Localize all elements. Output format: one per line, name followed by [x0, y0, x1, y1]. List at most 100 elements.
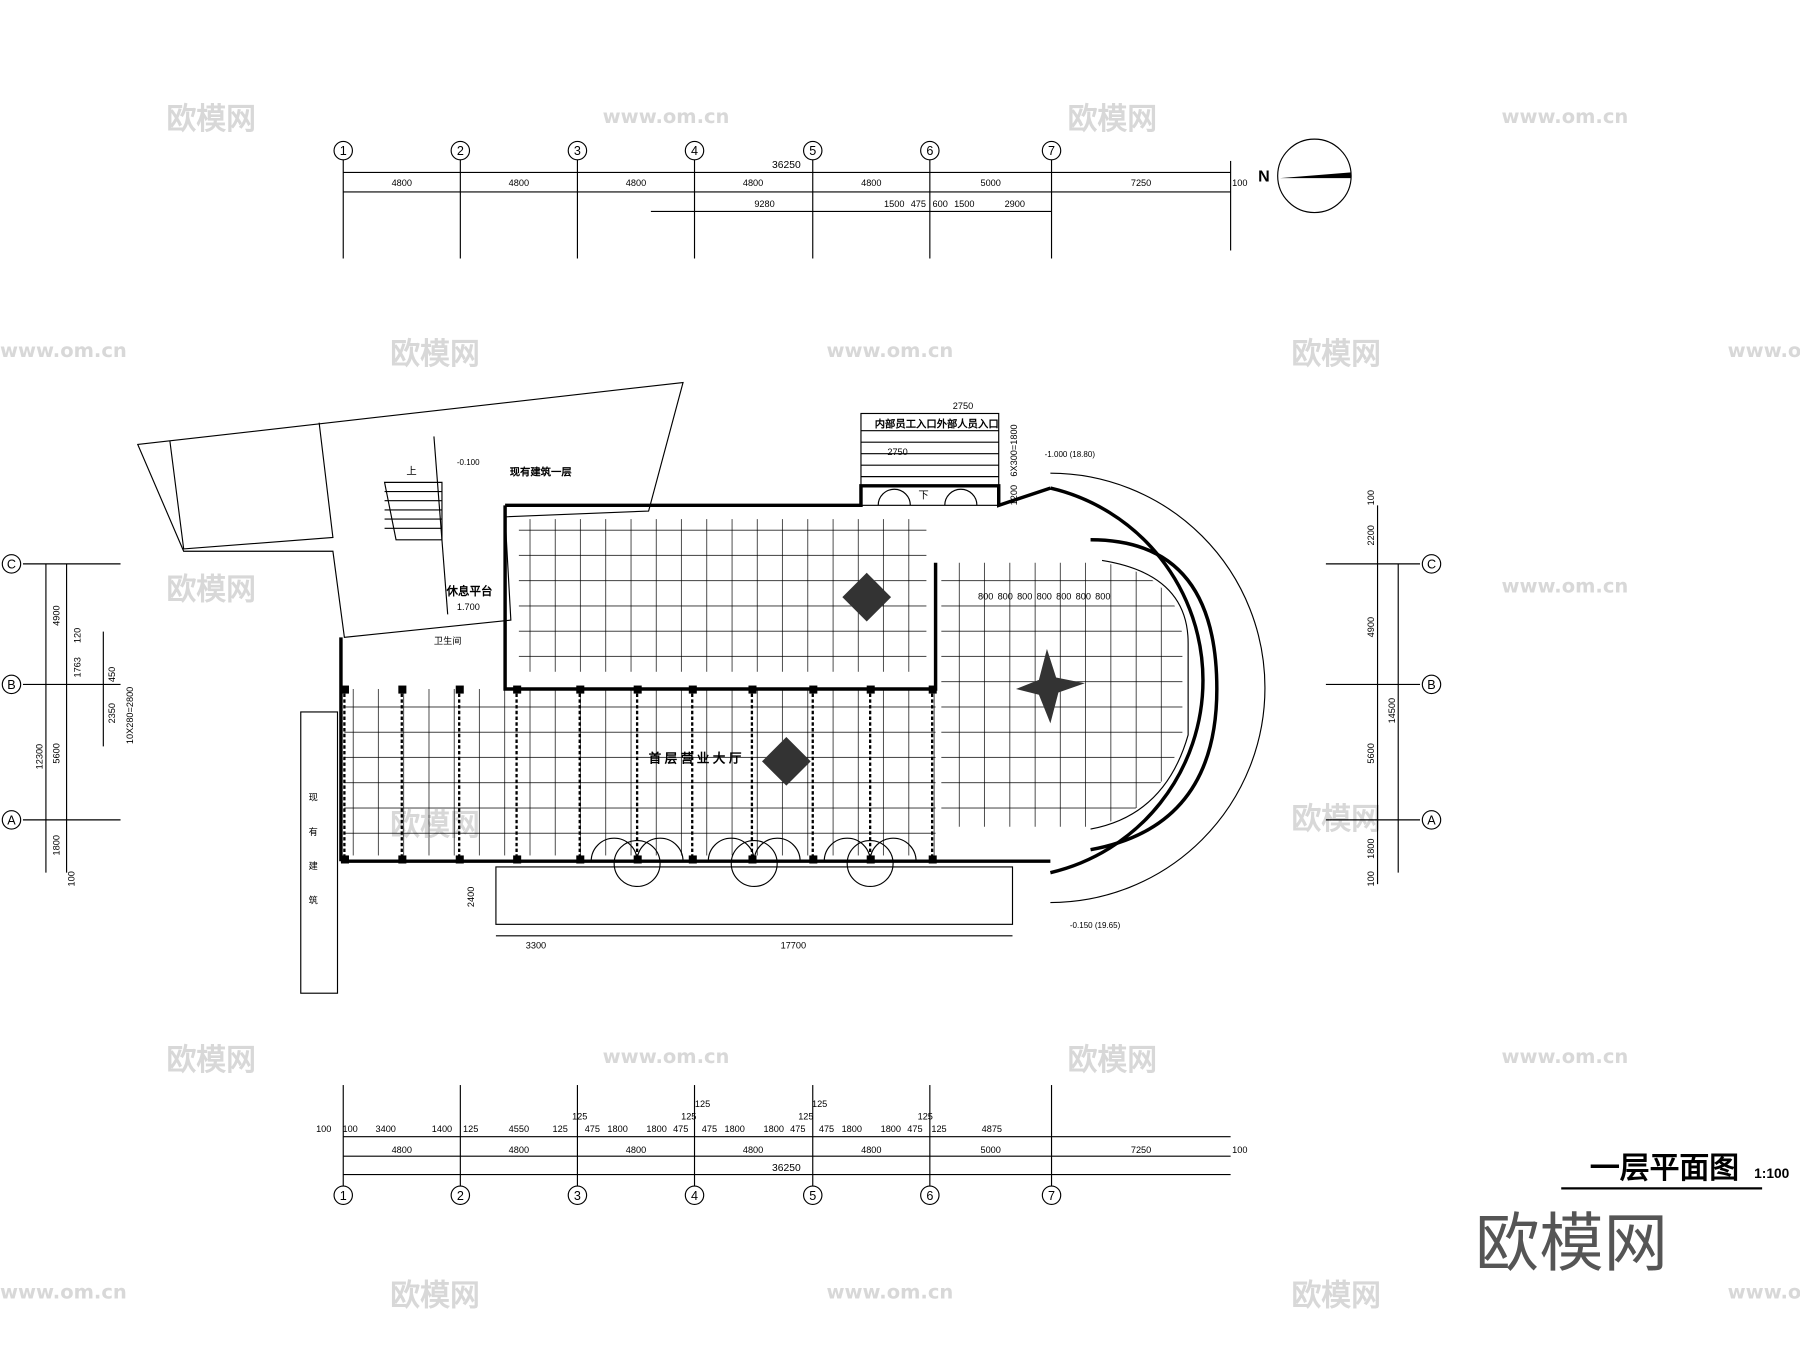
left-dim: 2350 [107, 703, 117, 723]
watermark: 欧模网 [166, 572, 255, 607]
north-label: N [1258, 168, 1270, 186]
watermark: www.om.cn [0, 1281, 127, 1304]
axis-label: 2 [457, 1189, 464, 1203]
watermark: 欧模网 [166, 1043, 255, 1078]
dimension-value: 125 [931, 1124, 946, 1134]
axis-marker [684, 140, 705, 161]
axis-marker [450, 1185, 471, 1206]
axis-marker [1421, 810, 1442, 830]
axis-marker [1041, 1185, 1062, 1206]
dimension-value: 7250 [1131, 178, 1151, 188]
axis-marker [333, 1185, 353, 1206]
down-label: 下 [918, 490, 928, 501]
dimension-value: 1500 [954, 199, 974, 209]
watermark: www.om.cn [603, 105, 730, 128]
bottom-overall-dim: 36250 [772, 1163, 801, 1174]
axis-label: 6 [926, 1189, 933, 1203]
axis-marker [1421, 554, 1442, 574]
left-dim: 120 [72, 628, 82, 643]
left-dim: 5600 [52, 743, 62, 763]
watermark: 欧模网 [1291, 1278, 1380, 1313]
right-dim: 2200 [1366, 525, 1376, 545]
dimension-value: 100 [342, 1124, 357, 1134]
toilet-label: 卫生间 [434, 635, 462, 646]
watermarks: 欧模网欧模网欧模网欧模网欧模网欧模网欧模网欧模网欧模网欧模网欧模网www.om.… [0, 102, 1800, 1314]
left-dim: 1800 [52, 835, 62, 855]
level-mark: -1.000 (18.80) [1045, 450, 1096, 459]
axis-marker [1041, 140, 1062, 161]
watermark: www.om.cn [1728, 1281, 1800, 1304]
dimension-value: 4800 [626, 1145, 646, 1155]
dimension-value: 7250 [1131, 1145, 1151, 1155]
rest-platform-label: 休息平台 [446, 584, 493, 598]
dimension-value: 1400 [432, 1124, 452, 1134]
watermark: www.om.cn [1502, 105, 1629, 128]
axis-label: 7 [1048, 144, 1055, 158]
tile-dim: 800 [1037, 591, 1052, 601]
right-dimensions: 100 2200 4900 14500 5600 1800 100 [1366, 490, 1399, 886]
axis-marker [920, 1185, 940, 1206]
north-arrow: N [1258, 138, 1352, 214]
building-plan [136, 381, 1266, 994]
axis-marker [802, 1185, 823, 1206]
axis-label: A [1427, 813, 1436, 827]
dimension-value: 125 [681, 1111, 696, 1121]
axis-marker [684, 1185, 705, 1206]
axis-marker [920, 140, 940, 161]
dimension-value: 4800 [743, 178, 763, 188]
entrance-dim: 2750 [953, 401, 973, 411]
hall-label: 首层营业大厅 [649, 750, 745, 765]
room-labels: 首层营业大厅 现有建筑一层 休息平台 1.700 内部员工入口外部人员入口 卫生… [307, 401, 1120, 930]
entrance-doors [590, 488, 978, 888]
watermark: 欧模网 [1068, 1043, 1157, 1078]
left-dimensions: 4900 1763 120 450 2350 10X280=2800 12300… [34, 563, 135, 886]
axis-marker [450, 140, 471, 161]
axis-label: B [7, 678, 15, 692]
tile-dim: 800 [1017, 591, 1032, 601]
dimension-value: 4800 [861, 1145, 881, 1155]
dimension-value: 1800 [881, 1124, 901, 1134]
left-dim: 4900 [52, 605, 62, 625]
axis-label: 6 [926, 144, 933, 158]
watermark: www.om.cn [827, 1281, 954, 1304]
dimension-value: 4550 [509, 1124, 529, 1134]
dimension-value: 4800 [509, 178, 529, 188]
dimension-value: 4800 [392, 1145, 412, 1155]
axis-marker [1, 674, 22, 695]
dimension-value: 4800 [626, 178, 646, 188]
axis-marker [1, 810, 22, 830]
axis-marker [567, 1185, 588, 1206]
dimension-value: 475 [585, 1124, 600, 1134]
right-dim: 5600 [1366, 743, 1376, 763]
right-dim: 14500 [1387, 698, 1397, 724]
axis-marker [567, 140, 588, 161]
up-label: 上 [406, 465, 416, 477]
dimension-value: 2900 [1005, 199, 1025, 209]
axis-label: C [1427, 557, 1436, 571]
rest-level: 1.700 [457, 602, 480, 612]
left-dim: 1763 [72, 657, 82, 677]
axis-marker [333, 140, 353, 161]
entrance-dim: 1200 [1009, 485, 1019, 505]
tile-dim: 800 [998, 591, 1013, 601]
left-dim: 100 [67, 871, 77, 886]
dimension-value: 125 [812, 1099, 827, 1109]
dimension-value: 125 [695, 1099, 710, 1109]
dimension-value: 475 [790, 1124, 805, 1134]
tile-dim: 800 [1056, 591, 1071, 601]
top-overall-dim: 36250 [772, 160, 801, 171]
watermark-logo: 欧模网 [1475, 1206, 1668, 1281]
level-mark: -0.100 [457, 458, 480, 467]
entrance-dim: 6X300=1800 [1009, 424, 1019, 476]
dimension-value: 475 [819, 1124, 834, 1134]
dimension-value: 1500 [884, 199, 904, 209]
dimension-value: 125 [463, 1124, 478, 1134]
dimension-value: 5000 [980, 178, 1000, 188]
axis-label: A [7, 813, 16, 827]
entrance-label: 内部员工入口外部人员入口 [875, 417, 999, 430]
axis-marker [1, 554, 22, 574]
